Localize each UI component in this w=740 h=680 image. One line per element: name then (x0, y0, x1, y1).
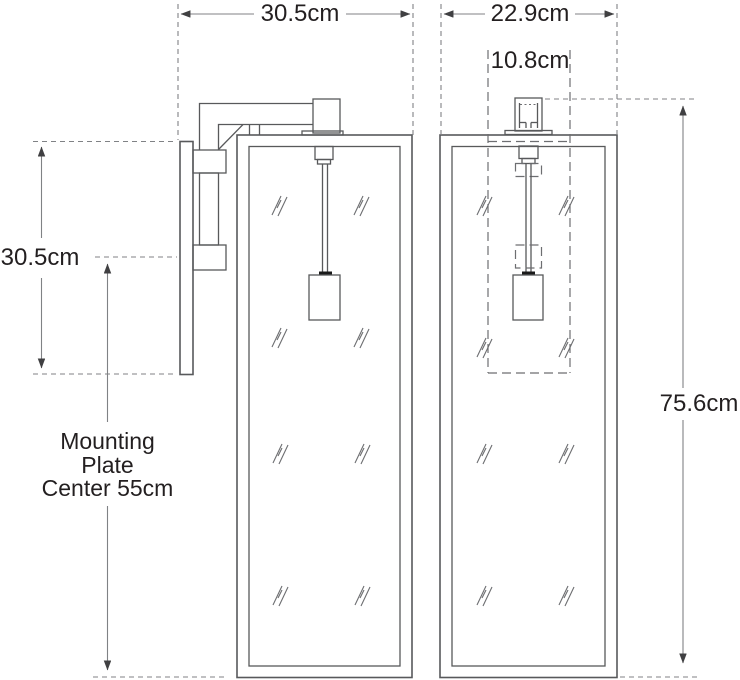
hidden-bracket-lower (514, 244, 543, 269)
lantern-glass-frame (451, 145, 606, 667)
depth-dimension-label: 30.5cm (260, 0, 340, 27)
dim-width-overall (440, 4, 618, 135)
glass-hatch-icon (271, 195, 371, 607)
lantern-outer-frame (439, 134, 618, 679)
socket-band (319, 271, 332, 275)
socket-band (522, 271, 535, 275)
lamp-socket (308, 274, 341, 321)
inner-width-dimension-label: 10.8cm (490, 47, 570, 74)
width-dimension-label: 22.9cm (490, 0, 570, 27)
side-view (179, 98, 413, 679)
lamp-stem (512, 145, 544, 321)
overall-height-dimension-label: 75.6cm (659, 390, 739, 417)
hidden-backplate (487, 50, 571, 374)
lamp-stem (308, 145, 341, 321)
mounting-plate-note: Mounting Plate Center 55cm (17, 428, 198, 501)
mounting-arm (198, 102, 313, 150)
lantern-glass-frame (248, 145, 401, 667)
mounting-note-line-2: Plate (81, 451, 134, 478)
mounting-note-line-3: Center 55cm (41, 475, 174, 501)
stem-holder-block (514, 97, 543, 132)
lamp-socket (512, 274, 544, 321)
front-view (439, 50, 618, 679)
backplate-height-dimension-label: 30.5cm (0, 244, 80, 271)
mounting-bracket (192, 149, 227, 271)
lantern-outer-frame (236, 134, 413, 679)
stem-holder-block (312, 98, 341, 134)
glass-hatch-icon (476, 195, 575, 607)
mounting-note-line-1: Mounting (60, 428, 155, 454)
wall-plate (179, 140, 194, 376)
dim-overall-height (545, 98, 698, 678)
dim-mounting-plate-center (93, 263, 228, 678)
dim-depth-overall (177, 4, 414, 140)
hidden-bracket-upper (514, 162, 543, 178)
dim-backplate-height (33, 140, 177, 375)
canopy-plate (504, 129, 553, 136)
